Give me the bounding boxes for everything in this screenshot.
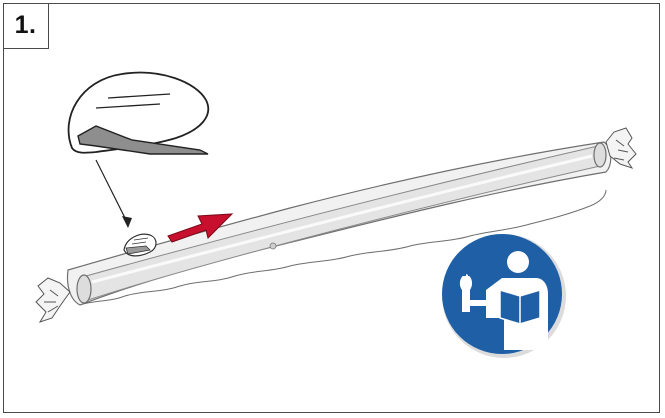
step-number: 1.: [14, 11, 37, 39]
film-twist-right: [605, 127, 637, 169]
knife-small-icon: [123, 233, 157, 257]
wrapped-tube: [66, 141, 612, 306]
callout-line: [95, 159, 129, 225]
step-number-box: 1.: [3, 3, 49, 49]
refer-to-manual-icon: [442, 234, 566, 358]
callout-arrowhead: [122, 216, 132, 228]
knife-icon: [67, 71, 209, 155]
film-twist-left: [35, 277, 71, 323]
push-direction-arrow-icon: [167, 213, 234, 243]
